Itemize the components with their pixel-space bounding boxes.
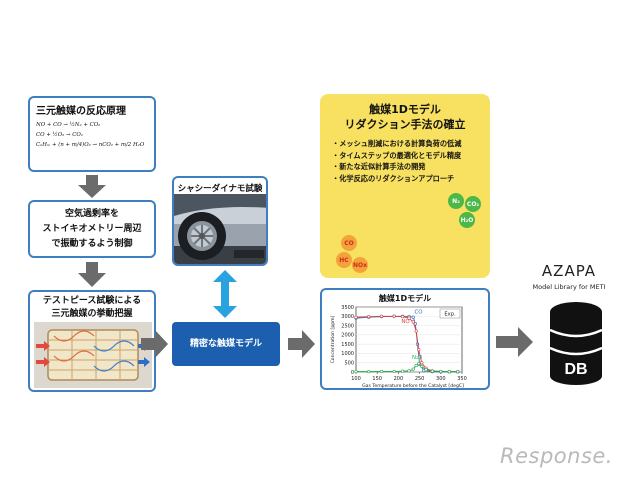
- y-tick-label: 3500: [341, 305, 354, 311]
- data-point: [407, 316, 411, 320]
- data-point: [411, 320, 415, 324]
- data-point: [379, 369, 384, 374]
- data-point: [417, 362, 421, 366]
- right-arrow-to-db: [496, 327, 533, 357]
- data-point: [417, 348, 421, 352]
- data-point: [414, 363, 418, 368]
- y-tick-label: 500: [344, 361, 354, 367]
- air-excess-control-box: 空気過剰率を ストイキオメトリー周辺 で振動するよう制御: [28, 200, 156, 258]
- reduction-panel-title-line-1: 触媒1Dモデル: [369, 103, 441, 116]
- precise-catalyst-model-label: 精密な触媒モデル: [189, 339, 262, 349]
- testpiece-test-box: テストピース試験による 三元触媒の挙動把握: [28, 290, 156, 392]
- reduction-bullet: ・新たな近似計算手法の開発: [332, 162, 426, 171]
- y-tick-label: 0: [351, 370, 354, 376]
- precise-catalyst-model-box: 精密な触媒モデル: [172, 322, 280, 366]
- car-wheel-photo: [174, 194, 266, 264]
- annotation-co: CO: [415, 310, 423, 316]
- data-point: [414, 329, 418, 333]
- species-hc-label: HC: [339, 257, 349, 264]
- data-point: [424, 368, 428, 372]
- data-point: [392, 314, 396, 318]
- reaction-equation-3: CₙHₘ + (n + m/4)O₂ → nCO₂ + m/2 H₂O: [36, 142, 145, 148]
- data-point: [411, 367, 415, 371]
- species-nox-label: NOx: [353, 262, 367, 269]
- reaction-equation-1: NO + CO → ½N₂ + CO₂: [36, 122, 101, 128]
- x-tick-label: 350: [457, 376, 467, 382]
- data-point: [354, 315, 358, 319]
- x-tick-label: 250: [415, 376, 425, 382]
- down-arrow-1: [78, 175, 106, 198]
- x-tick-label: 150: [372, 376, 382, 382]
- reaction-principle-title: 三元触媒の反応原理: [36, 106, 126, 117]
- data-point: [401, 315, 405, 319]
- x-axis-label: Gas Temperature before the Catalyst [deg…: [362, 383, 464, 388]
- bidirectional-arrow: [213, 270, 237, 318]
- testpiece-title-line-1: テストピース試験による: [42, 296, 142, 306]
- chart-title: 触媒1Dモデル: [378, 294, 432, 303]
- data-point: [420, 364, 424, 369]
- reduction-method-panel: CO HC NOx N₂ CO₂ H₂O 触媒1Dモデル リダクション手法の確立…: [320, 94, 490, 278]
- reduction-bullet: ・メッシュ削減における計算負荷の低減: [332, 139, 462, 148]
- azapa-subtitle: Model Library for METI: [532, 283, 606, 291]
- chassis-dynamo-title: シャシーダイナモ試験: [177, 184, 263, 194]
- right-arrow-to-1d-model: [288, 330, 315, 358]
- reduction-panel-title-line-2: リダクション手法の確立: [344, 118, 466, 131]
- x-tick-label: 300: [436, 376, 446, 382]
- species-n2-label: N₂: [452, 198, 460, 205]
- data-point: [401, 369, 405, 373]
- y-tick-label: 2500: [341, 323, 354, 329]
- reduction-bullet-list: ・メッシュ削減における計算負荷の低減 ・タイムステップの最適化とモデル精度 ・新…: [332, 138, 490, 184]
- data-point: [420, 361, 424, 365]
- data-point: [367, 315, 371, 319]
- data-point: [447, 370, 451, 374]
- reaction-principle-box: 三元触媒の反応原理 NO + CO → ½N₂ + CO₂ CO + ½O₂ →…: [28, 96, 156, 172]
- database-icon: DB: [549, 302, 603, 385]
- data-point: [367, 370, 371, 374]
- y-tick-label: 1500: [341, 342, 354, 348]
- catalyst-cross-section-illustration: [34, 322, 152, 388]
- data-point: [379, 314, 384, 318]
- data-point: [354, 370, 358, 374]
- reduction-bullet: ・化学反応のリダクションアプローチ: [332, 173, 455, 183]
- right-arrow-to-precise-model: [141, 330, 168, 358]
- air-control-line-1: 空気過剰率を: [64, 209, 119, 219]
- testpiece-title-line-2: 三元触媒の挙動把握: [51, 309, 133, 319]
- data-point: [411, 315, 415, 319]
- air-control-line-3: で振動するよう制御: [51, 239, 133, 249]
- down-arrow-2: [78, 262, 106, 287]
- x-tick-label: 200: [394, 376, 404, 382]
- catalyst-converter-illustration: CO HC NOx N₂ CO₂ H₂O: [336, 193, 481, 273]
- data-point: [392, 369, 396, 374]
- response-watermark: Response.: [500, 444, 613, 468]
- concentration-chart: 0 500 1000 1500 2000 2500 3000 3500 100 150 200 250…: [330, 305, 467, 388]
- y-tick-label: 1000: [341, 351, 354, 357]
- catalyst-1d-model-chart-box: 触媒1Dモデル 0 500 1000 1500 2000 2500 3000 3500 100 1…: [320, 288, 490, 390]
- y-tick-label: 2000: [341, 333, 354, 339]
- annotation-n2o: N₂O: [412, 355, 422, 361]
- azapa-title: AZAPA: [541, 262, 597, 280]
- y-axis-label: Concentration [ppm]: [330, 315, 336, 363]
- data-point: [439, 369, 443, 374]
- species-inputs: CO HC NOx N₂ CO₂ H₂O: [336, 193, 481, 273]
- db-label: DB: [564, 361, 587, 378]
- species-h2o-label: H₂O: [461, 217, 474, 224]
- reduction-bullet: ・タイムステップの最適化とモデル精度: [332, 150, 462, 160]
- legend-box: [439, 308, 461, 319]
- data-point: [430, 369, 434, 373]
- species-co-label: CO: [344, 240, 354, 247]
- x-tick-label: 100: [351, 376, 361, 382]
- data-point: [407, 369, 411, 373]
- species-co2-label: CO₂: [467, 201, 480, 208]
- annotation-no: NO: [401, 319, 409, 325]
- chassis-dynamo-test-box: シャシーダイナモ試験: [172, 176, 268, 266]
- data-point: [456, 370, 460, 374]
- y-tick-label: 3000: [341, 314, 354, 320]
- reaction-equation-2: CO + ½O₂ → CO₂: [36, 132, 83, 138]
- legend-label: Exp.: [444, 312, 456, 318]
- air-control-line-2: ストイキオメトリー周辺: [42, 224, 142, 234]
